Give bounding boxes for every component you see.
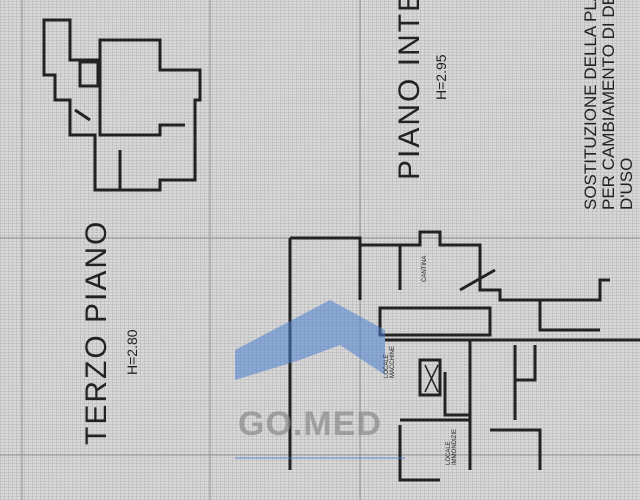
basement-plan bbox=[288, 230, 640, 482]
room-label-locale-immondizie: LOCALE IMMONDIZIE bbox=[446, 429, 458, 465]
basement-label: PIANO INTER bbox=[393, 0, 426, 180]
room-label-cantina: CANTINA bbox=[422, 255, 428, 282]
watermark-text: GO.MED bbox=[238, 405, 382, 443]
note-line: SOSTITUZIONE DELLA PLA bbox=[581, 0, 600, 210]
room-label-locale-macchine: LOCALE MACCHINE bbox=[384, 345, 396, 378]
revision-note: SOSTITUZIONE DELLA PLA PER CAMBIAMENTO D… bbox=[581, 0, 636, 210]
note-line: D'USO bbox=[617, 157, 636, 210]
basement-height: H=2.95 bbox=[433, 54, 449, 100]
note-line: PER CAMBIAMENTO DI DES bbox=[599, 0, 618, 210]
third-floor-label: TERZO PIANO bbox=[80, 219, 113, 445]
watermark-logo bbox=[235, 300, 405, 459]
third-floor-height: H=2.80 bbox=[124, 329, 140, 375]
third-floor-plan bbox=[42, 18, 202, 192]
